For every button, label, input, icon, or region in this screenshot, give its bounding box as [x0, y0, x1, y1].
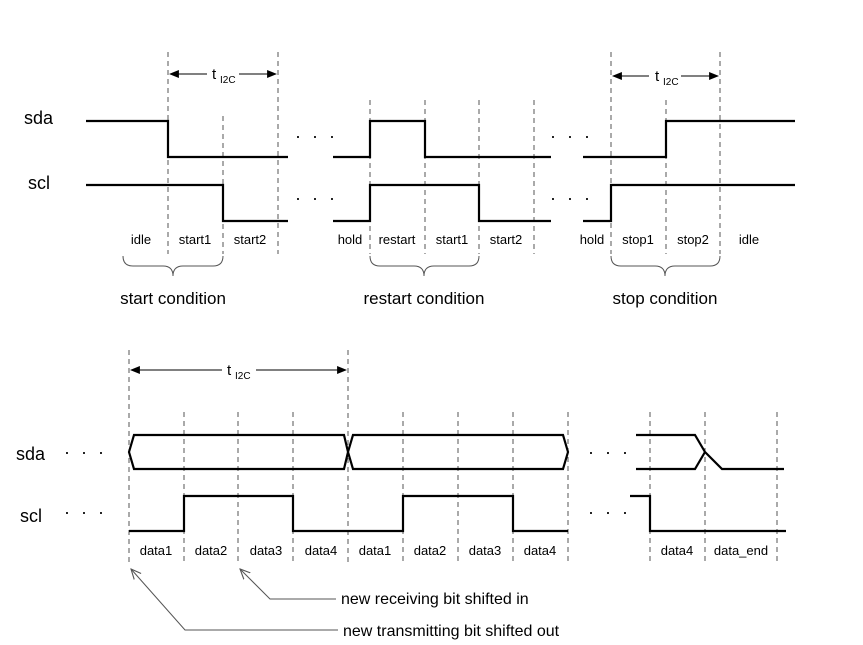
phase-hold: hold — [338, 232, 363, 247]
ellipsis: · · · — [550, 188, 593, 208]
phase-data2: data2 — [195, 543, 228, 558]
annotation-arrows — [131, 569, 338, 631]
receiving-bit-note: new receiving bit shifted in — [341, 591, 529, 608]
period-subscript: I2C — [663, 77, 679, 88]
ellipsis: · · · — [295, 126, 338, 146]
period-subscript: I2C — [235, 371, 251, 382]
phase-data1: data1 — [140, 543, 173, 558]
scl-label: scl — [28, 173, 50, 193]
condition-braces — [122, 255, 721, 277]
period-label: t — [655, 68, 660, 85]
period-marker-data: t I2C — [130, 358, 347, 382]
ellipsis: · · · — [588, 502, 631, 522]
sda-label: sda — [24, 108, 54, 128]
phase-data3: data3 — [469, 543, 502, 558]
bottom-phase-labels: data1 data2 data3 data4 data1 data2 data… — [140, 543, 768, 558]
stop-condition-label: stop condition — [613, 289, 718, 308]
sda-waveform-top — [86, 119, 795, 159]
period-marker-start: t I2C — [169, 62, 277, 86]
phase-data4: data4 — [305, 543, 338, 558]
phase-stop1: stop1 — [622, 232, 654, 247]
sda-bus-waveform — [127, 433, 784, 471]
bottom-dashed-boundaries — [128, 350, 778, 565]
start-condition-label: start condition — [120, 289, 226, 308]
ellipsis: · · · — [64, 442, 107, 462]
scl-waveform-top — [86, 183, 795, 223]
phase-data4: data4 — [661, 543, 694, 558]
period-marker-stop: t I2C — [612, 64, 719, 88]
phase-restart: restart — [379, 232, 416, 247]
ellipsis: · · · — [588, 442, 631, 462]
phase-data-end: data_end — [714, 543, 768, 558]
phase-start1: start1 — [179, 232, 212, 247]
phase-hold: hold — [580, 232, 605, 247]
phase-start1: start1 — [436, 232, 469, 247]
phase-data1: data1 — [359, 543, 392, 558]
bottom-section: t I2C sda scl · · · · · · · · · · · · da… — [16, 350, 786, 640]
phase-data4: data4 — [524, 543, 557, 558]
phase-data3: data3 — [250, 543, 283, 558]
phase-start2: start2 — [234, 232, 267, 247]
period-subscript: I2C — [220, 75, 236, 86]
phase-idle: idle — [739, 232, 759, 247]
sda-label: sda — [16, 444, 46, 464]
period-label: t — [212, 66, 217, 83]
top-dashed-boundaries — [167, 52, 721, 254]
period-label: t — [227, 362, 232, 379]
ellipsis: · · · — [64, 502, 107, 522]
scl-clock-waveform — [129, 494, 786, 533]
phase-start2: start2 — [490, 232, 523, 247]
phase-idle: idle — [131, 232, 151, 247]
restart-condition-label: restart condition — [364, 289, 485, 308]
top-phase-labels: idle start1 start2 hold restart start1 s… — [131, 232, 759, 247]
scl-label: scl — [20, 506, 42, 526]
transmitting-bit-note: new transmitting bit shifted out — [343, 623, 560, 640]
ellipsis: · · · — [295, 188, 338, 208]
phase-stop2: stop2 — [677, 232, 709, 247]
top-section: t I2C t I2C sda scl · · · · · · · · · · … — [24, 52, 795, 308]
ellipsis: · · · — [550, 126, 593, 146]
phase-data2: data2 — [414, 543, 447, 558]
